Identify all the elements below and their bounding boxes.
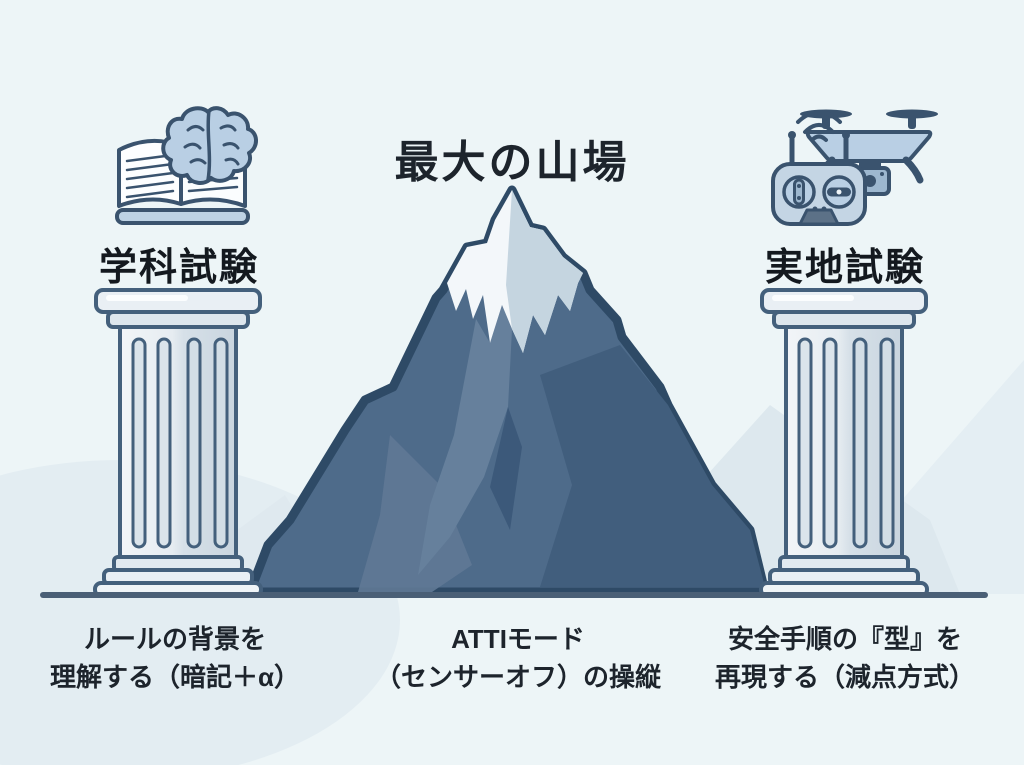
mountain-illustration: [245, 185, 770, 597]
right-caption-line1: 安全手順の『型』を: [727, 624, 962, 654]
left-caption-line1: ルールの背景を: [83, 624, 266, 654]
drone-controller-icon: [771, 109, 938, 226]
controller: [771, 110, 867, 226]
main-title: 最大の山場: [394, 138, 630, 187]
center-caption-line1: ATTIモード: [451, 624, 585, 654]
left-caption-line2: 理解する（暗記＋α）: [50, 662, 300, 692]
left-caption: ルールの背景を 理解する（暗記＋α）: [15, 620, 335, 696]
left-pillar-label: 学科試験: [98, 247, 259, 289]
center-caption: ATTIモード （センサーオフ）の操縦: [358, 620, 678, 696]
right-pillar-label: 実地試験: [764, 247, 925, 289]
book-brain-icon: [115, 106, 258, 225]
right-caption: 安全手順の『型』を 再現する（減点方式）: [685, 620, 1005, 696]
left-pillar: [93, 288, 263, 598]
center-caption-line2: （センサーオフ）の操縦: [374, 662, 661, 692]
ground-line: [40, 592, 988, 598]
right-pillar: [759, 288, 929, 598]
right-caption-line2: 再現する（減点方式）: [714, 662, 975, 692]
